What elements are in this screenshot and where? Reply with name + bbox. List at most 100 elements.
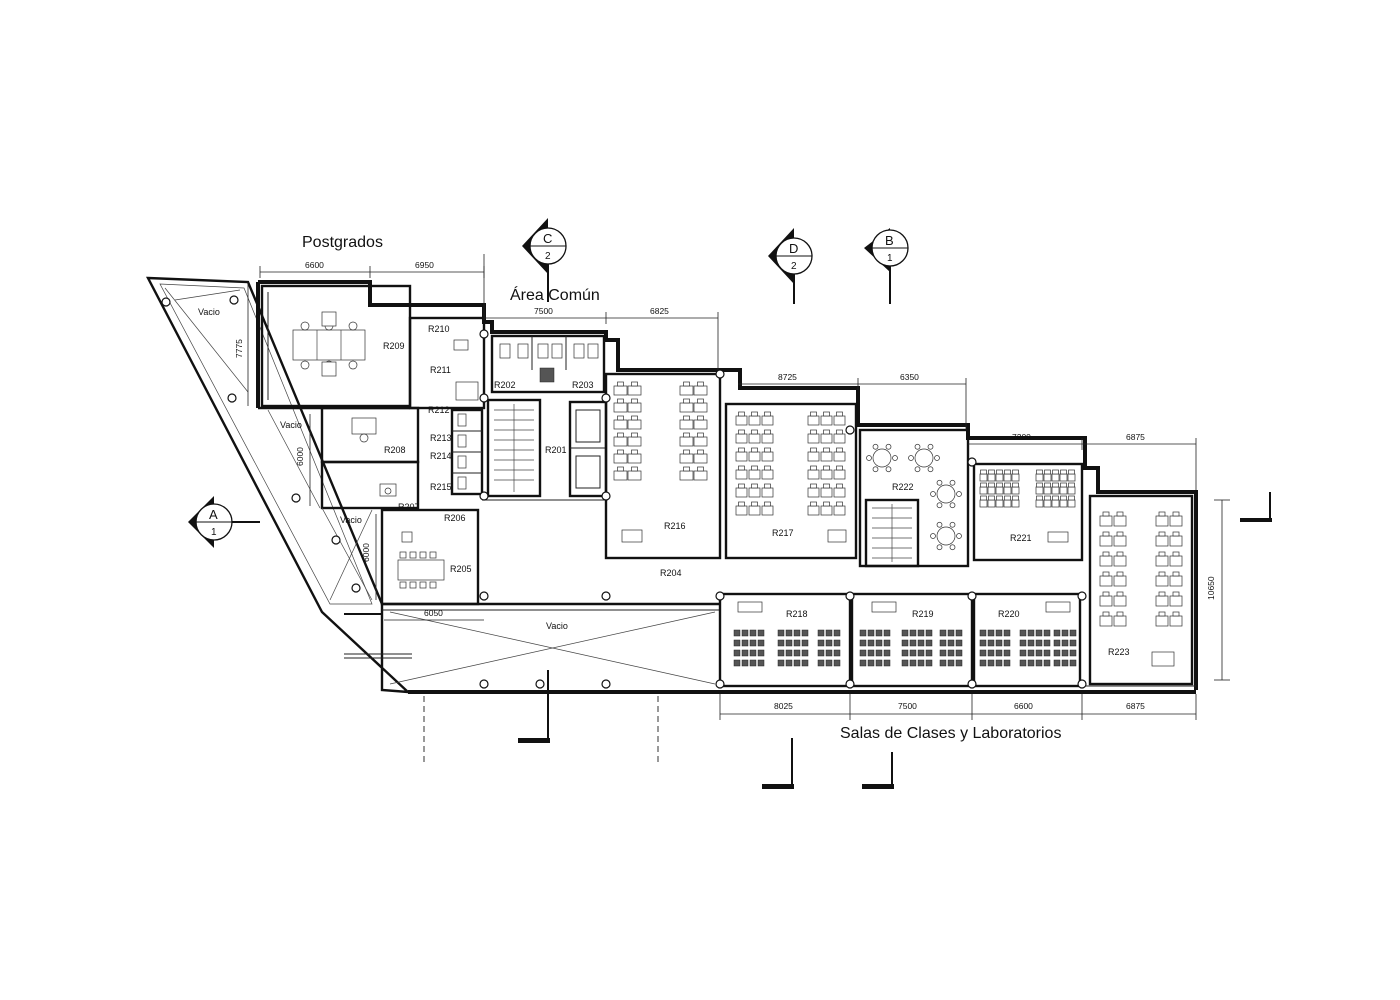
seat (757, 629, 765, 637)
chair (631, 415, 638, 421)
desk (679, 402, 694, 413)
column (967, 591, 977, 601)
common-core (482, 334, 608, 501)
seat (883, 659, 891, 667)
column (479, 393, 489, 403)
seat (1069, 629, 1077, 637)
chair (764, 501, 771, 507)
column (845, 679, 855, 689)
desk (693, 419, 708, 430)
chair (823, 447, 830, 453)
classrooms-top (604, 372, 1194, 686)
seat (817, 659, 825, 667)
chair (1004, 482, 1011, 488)
chair (738, 411, 745, 417)
room-label-r209: R209 (383, 341, 405, 351)
chair (1068, 495, 1075, 501)
seat (1035, 639, 1043, 647)
seat (749, 639, 757, 647)
seat (785, 639, 793, 647)
desk (1113, 575, 1127, 587)
chair (810, 411, 817, 417)
chair (872, 466, 879, 473)
seat (749, 659, 757, 667)
seat (859, 639, 867, 647)
seat (1035, 629, 1043, 637)
seat (833, 639, 841, 647)
room-label-r215: R215 (430, 482, 452, 492)
seat (939, 639, 947, 647)
desk (627, 453, 642, 464)
chair (866, 455, 872, 461)
desk (748, 505, 761, 516)
seat (909, 629, 917, 637)
chair (988, 495, 995, 501)
chair (936, 502, 943, 509)
room-label-r208: R208 (384, 445, 406, 455)
seat (741, 659, 749, 667)
chair (996, 495, 1003, 501)
desk (627, 436, 642, 447)
chair (810, 465, 817, 471)
seat (817, 649, 825, 657)
chair (1060, 495, 1067, 501)
chair (738, 483, 745, 489)
chair (683, 398, 690, 404)
seat (901, 659, 909, 667)
desk (679, 453, 694, 464)
chair (892, 455, 898, 461)
desk (820, 415, 833, 426)
section-a-sheet: 1 (211, 527, 217, 538)
seat (867, 649, 875, 657)
chair (1102, 531, 1110, 537)
room-label-r212: R212 (428, 405, 450, 415)
desk (833, 415, 846, 426)
chair (1102, 611, 1110, 617)
section-d-sheet: 2 (791, 261, 797, 272)
seat (1069, 639, 1077, 647)
desk (807, 505, 820, 516)
column (229, 295, 239, 305)
seat (801, 649, 809, 657)
seat (1019, 659, 1027, 667)
seat (793, 649, 801, 657)
chair (823, 411, 830, 417)
seat (939, 649, 947, 657)
seat (995, 649, 1003, 657)
desk (613, 436, 628, 447)
chair (1172, 511, 1180, 517)
chair (988, 482, 995, 488)
seat (833, 629, 841, 637)
dim-left-7775: 7775 (234, 339, 244, 358)
column (291, 493, 301, 503)
seat (901, 639, 909, 647)
void-label-1: Vacio (198, 307, 220, 317)
seat (979, 629, 987, 637)
desk (613, 385, 628, 396)
seat (859, 659, 867, 667)
chair (980, 495, 987, 501)
seat (917, 649, 925, 657)
seat (917, 639, 925, 647)
seat (955, 649, 963, 657)
chair (836, 501, 843, 507)
chair (836, 447, 843, 453)
chair (697, 415, 704, 421)
desk (748, 487, 761, 498)
seat (939, 659, 947, 667)
seat (741, 639, 749, 647)
seat (1061, 629, 1069, 637)
desk (1059, 499, 1068, 508)
chair (738, 447, 745, 453)
postgrados-block (260, 284, 486, 606)
desk (1155, 615, 1169, 627)
desk (627, 402, 642, 413)
desk (1003, 473, 1012, 482)
section-marker-b: B 1 (864, 228, 909, 304)
chair (1036, 495, 1043, 501)
seat (1053, 629, 1061, 637)
seat (987, 639, 995, 647)
desk (693, 436, 708, 447)
seat (793, 639, 801, 647)
desk (1155, 515, 1169, 527)
